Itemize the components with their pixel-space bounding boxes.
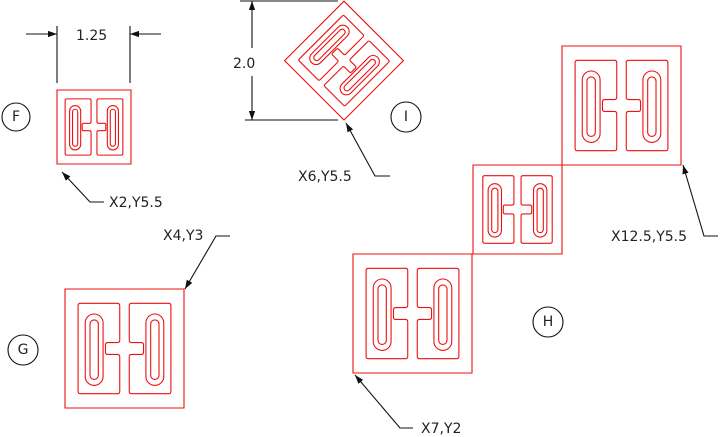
bubble-g xyxy=(7,334,39,366)
bubble-h-label: H xyxy=(543,314,554,330)
view-i: 2.0 I X6,Y5.5 xyxy=(233,0,422,185)
view-f: 1.25 F X2,Y5.5 xyxy=(1,26,163,211)
view-g: G X4,Y3 xyxy=(7,228,230,409)
bubble-i xyxy=(390,101,422,133)
leader-f xyxy=(61,171,104,203)
pattern-h-large-bottom xyxy=(352,253,473,374)
pattern-i xyxy=(284,0,404,121)
callout-f: X2,Y5.5 xyxy=(109,195,163,211)
leader-i xyxy=(345,122,390,177)
bubble-g-label: G xyxy=(18,342,29,358)
bubble-f-label: F xyxy=(12,109,20,125)
callout-g: X4,Y3 xyxy=(163,228,203,244)
bubble-f xyxy=(1,102,31,132)
dimension-width-label: 1.25 xyxy=(76,28,107,44)
dimension-height-label: 2.0 xyxy=(233,56,255,72)
pattern-h-large-top xyxy=(561,45,682,166)
callout-h-start: X7,Y2 xyxy=(421,421,461,437)
pattern-g xyxy=(64,288,185,409)
leader-h-start xyxy=(354,374,413,429)
bubble-i-label: I xyxy=(404,109,408,125)
leader-g xyxy=(184,235,230,290)
pattern-h-small-middle xyxy=(472,164,563,255)
leader-h-end xyxy=(682,164,718,237)
pattern-f xyxy=(56,89,132,165)
callout-h-end: X12.5,Y5.5 xyxy=(611,229,687,245)
bubble-h xyxy=(532,306,564,338)
view-h: H X7,Y2 X12.5,Y5.5 xyxy=(352,45,718,437)
callout-i: X6,Y5.5 xyxy=(298,169,352,185)
